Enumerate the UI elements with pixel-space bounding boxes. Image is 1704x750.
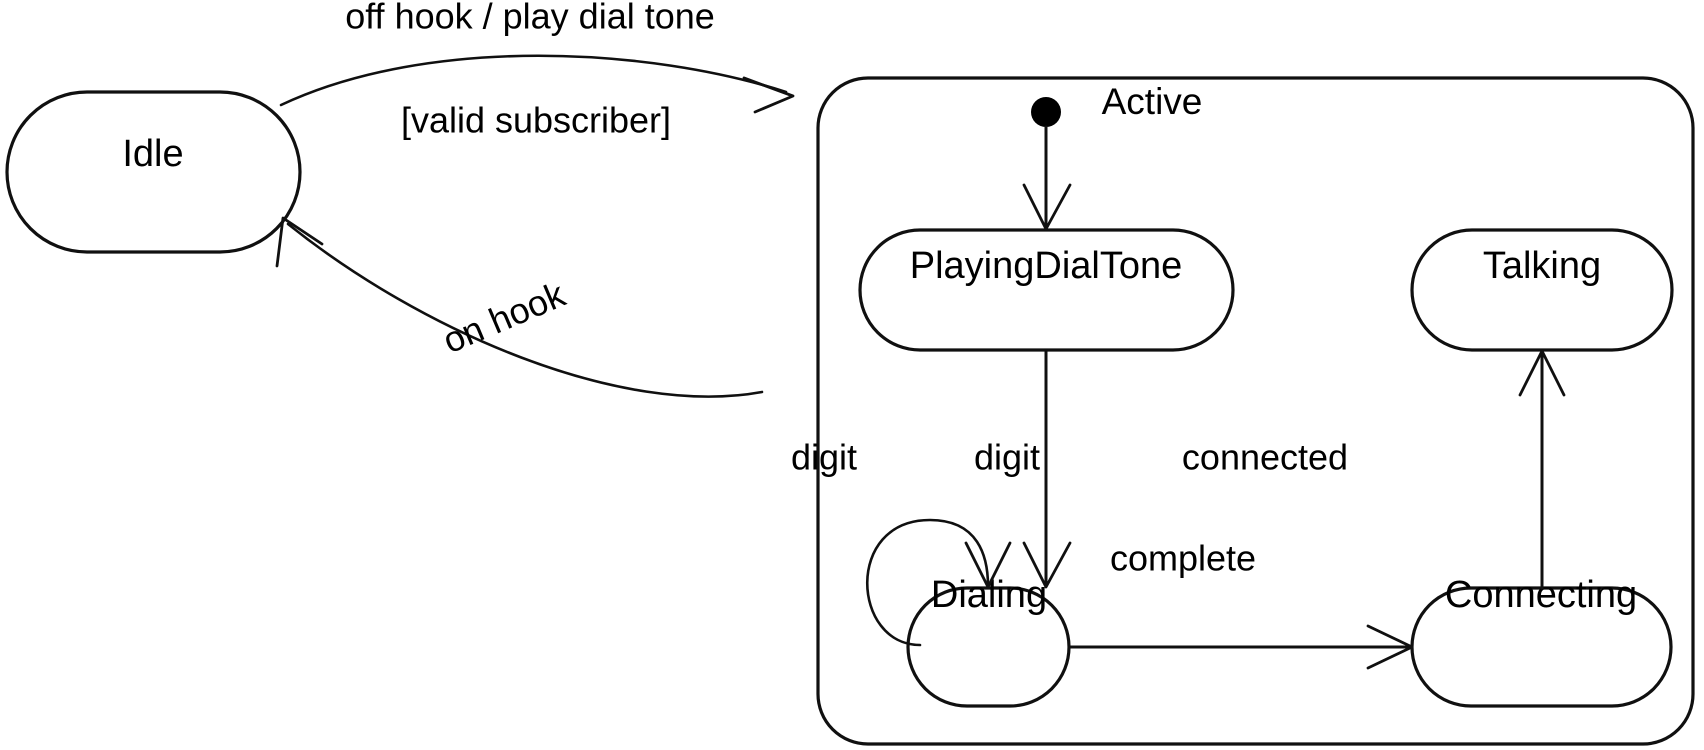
label-on-hook: on hook: [437, 273, 572, 361]
state-talking-label: Talking: [1483, 245, 1601, 287]
label-connected: connected: [1182, 437, 1348, 478]
composite-state-active-outline: [816, 76, 1695, 746]
transition-dialing-self-loop[interactable]: [866, 518, 1012, 647]
label-off-hook-play-dial-tone: off hook / play dial tone: [345, 0, 715, 37]
label-valid-subscriber-guard: [valid subscriber]: [401, 100, 671, 141]
label-complete: complete: [1110, 538, 1256, 579]
transition-playingdialtone-to-dialing[interactable]: [1022, 348, 1072, 589]
state-playingdialtone-label: PlayingDialTone: [910, 245, 1183, 287]
state-playingdialtone-outline: [858, 228, 1235, 352]
transition-active-to-idle-edge: [286, 222, 764, 398]
label-digit-playing-to-dialing: digit: [974, 437, 1040, 478]
state-connecting-outline: [1410, 586, 1673, 708]
active-initial-state: [1022, 97, 1072, 231]
transition-playingdialtone-to-dialing-arrowhead: [1022, 541, 1072, 589]
label-digit-self-loop: digit: [791, 437, 857, 478]
composite-state-active-label: Active: [1102, 81, 1203, 122]
state-talking-outline: [1410, 228, 1674, 352]
state-connecting[interactable]: Connecting: [1410, 574, 1673, 708]
state-idle-outline: [5, 90, 302, 254]
transition-idle-to-active-edge: [279, 54, 788, 107]
transition-idle-to-active-arrowhead: [742, 76, 795, 114]
transition-connecting-to-talking-arrowhead: [1518, 349, 1566, 397]
transition-connecting-to-talking[interactable]: [1518, 349, 1566, 590]
transition-dialing-to-connecting-arrowhead: [1366, 624, 1414, 670]
state-idle[interactable]: Idle: [5, 90, 302, 254]
transition-dialing-self-loop-arrowhead: [964, 541, 1012, 589]
state-talking[interactable]: Talking: [1410, 228, 1674, 352]
transition-active-to-idle-arrowhead: [275, 216, 324, 268]
transition-dialing-self-loop-edge: [866, 518, 990, 647]
transition-dialing-to-connecting[interactable]: [1067, 624, 1414, 670]
initial-state-dot: [1031, 97, 1061, 127]
composite-state-active[interactable]: Active: [816, 76, 1695, 746]
state-playingdialtone[interactable]: PlayingDialTone: [858, 228, 1235, 352]
initial-to-playingdialtone-arrowhead: [1022, 183, 1072, 231]
transition-idle-to-active[interactable]: [279, 54, 795, 114]
state-dialing-outline: [906, 586, 1071, 708]
state-dialing[interactable]: Dialing: [906, 574, 1071, 708]
state-idle-label: Idle: [122, 133, 183, 175]
transition-active-to-idle[interactable]: [275, 216, 764, 398]
